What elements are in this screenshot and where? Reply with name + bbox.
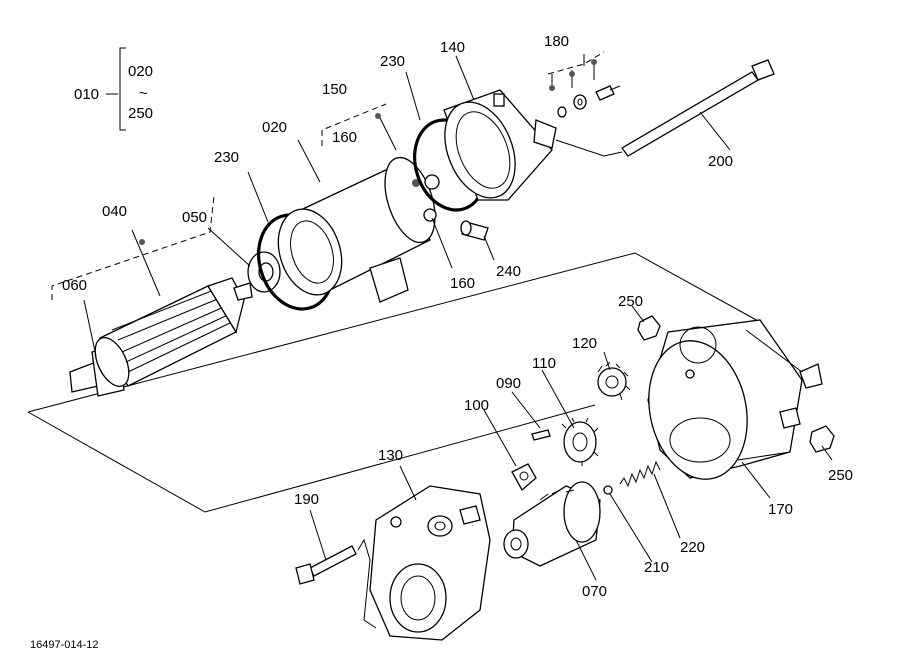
group-150-bracket [321,103,387,146]
callout-140: 140 [440,39,465,56]
rear-cover [443,89,557,201]
nut-250-upper [637,315,661,341]
callout-040: 040 [102,203,127,220]
callout-020: 020 [262,119,287,136]
drive-housing-130 [369,485,491,641]
callout-210: 210 [644,559,669,576]
through-bolt [555,59,775,157]
callout-160-upper: 160 [332,129,357,146]
callout-labels: 010 020 ~ 250 040 050 060 230 020 150 16… [30,33,853,651]
bearing [247,251,281,293]
callout-010: 010 [74,86,99,103]
callout-250-lower: 250 [828,467,853,484]
callout-130: 130 [378,447,403,464]
gear-110 [561,417,599,466]
callout-230-left: 230 [214,149,239,166]
screw-240 [460,220,489,241]
hardware-180 [547,51,621,118]
callout-160-lower: 160 [450,275,475,292]
callout-100: 100 [464,397,489,414]
callout-150: 150 [322,81,347,98]
leader-lines [83,54,833,581]
yoke [277,156,440,303]
retainer-100 [511,463,537,492]
callout-090: 090 [496,375,521,392]
callout-050: 050 [182,209,207,226]
callout-010-range-end: 250 [128,105,153,122]
callout-240: 240 [496,263,521,280]
group-dots [139,59,597,245]
pin-090 [531,429,551,441]
nut-250-lower [809,425,835,453]
spring-220 [619,460,661,488]
callout-060: 060 [62,277,87,294]
bolt-190 [295,538,377,629]
callout-170: 170 [768,501,793,518]
callout-010-range-tilde: ~ [139,85,148,102]
drawing-code: 16497-014-12 [30,639,99,651]
callout-120: 120 [572,335,597,352]
callout-230-right: 230 [380,53,405,70]
callout-110: 110 [532,355,556,372]
group-010-bracket [106,47,126,131]
callout-220: 220 [680,539,705,556]
clutch-070 [503,481,601,567]
callout-190: 190 [294,491,319,508]
callout-250-upper: 250 [618,293,643,310]
gear-120 [597,361,631,401]
armature [69,277,253,397]
gear-housing [647,319,823,480]
callout-200: 200 [708,153,733,170]
callout-070: 070 [582,583,607,600]
assembly-outline [27,252,761,513]
callout-180: 180 [544,33,569,50]
callout-010-range-start: 020 [128,63,153,80]
ball-210 [603,485,613,495]
